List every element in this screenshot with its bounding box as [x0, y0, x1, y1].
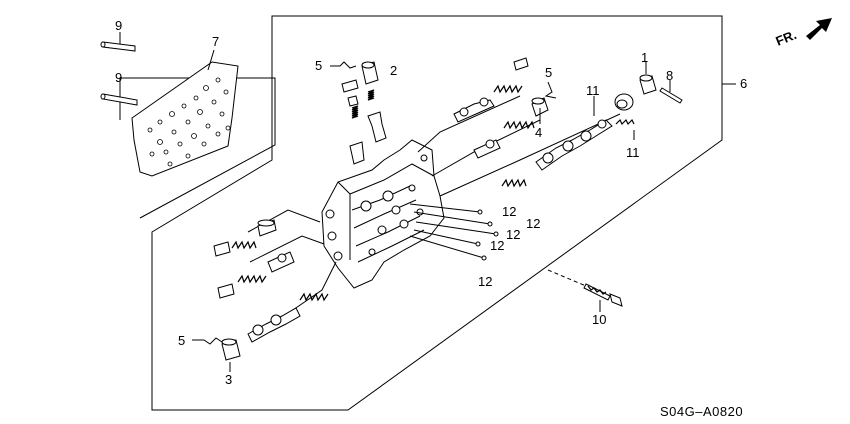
- bracket-top-3: [439, 113, 621, 197]
- bolt-path: [547, 269, 587, 287]
- callout-7: 7: [212, 34, 219, 49]
- bolt-10: [583, 283, 623, 307]
- check-balls-12: [409, 203, 499, 261]
- retainer-top: [341, 79, 359, 93]
- dowel-pin-lower: [100, 93, 138, 106]
- bracket-left-lower: [289, 261, 337, 313]
- callout-3: 3: [225, 372, 232, 387]
- callout-11a: 11: [586, 83, 600, 98]
- spool-left-mid: [267, 251, 295, 273]
- plug-top-row: [513, 57, 529, 71]
- callout-12b: 12: [526, 216, 540, 231]
- clip-5-mid: [544, 81, 557, 99]
- small-spring-11: [615, 118, 635, 126]
- valve-left-lower: [247, 307, 301, 343]
- retainer-top-b: [347, 95, 359, 107]
- callout-5a: 5: [315, 58, 322, 73]
- bracket-top-1: [417, 95, 521, 153]
- sleeve-1b: [614, 93, 634, 111]
- valve-body-group-outline: [151, 15, 723, 411]
- front-arrow-icon: [806, 18, 832, 40]
- spool-left-upper: [257, 219, 277, 237]
- callout-6: 6: [740, 76, 747, 91]
- bracket-left-mid: [249, 235, 325, 263]
- callout-12e: 12: [478, 274, 492, 289]
- dowel-pin-upper: [100, 41, 136, 52]
- valve-top-c: [367, 111, 387, 143]
- spring-left-lower: [299, 292, 329, 302]
- leader-7: [207, 49, 215, 71]
- valve-plug-2: [361, 61, 379, 85]
- fr-label: FR.: [774, 27, 799, 49]
- shift-valve-11: [535, 119, 613, 171]
- valve-top-d: [349, 141, 365, 165]
- spring-top-a: [367, 89, 375, 101]
- callout-12c: 12: [506, 227, 520, 242]
- callout-12d: 12: [490, 238, 504, 253]
- spring-row1: [493, 84, 523, 94]
- separator-plate: [131, 61, 239, 177]
- callout-10: 10: [592, 312, 606, 327]
- clip-5-top: [330, 61, 357, 69]
- callout-11b: 11: [626, 145, 640, 160]
- diagram-code: S04G–A0820: [660, 404, 743, 419]
- spool-row1: [453, 97, 495, 123]
- plug-1: [639, 74, 657, 95]
- plug-left-mid: [217, 283, 235, 299]
- callout-4: 4: [535, 125, 542, 140]
- callout-12a: 12: [502, 204, 516, 219]
- callout-9a: 9: [115, 18, 122, 33]
- valve-sleeve-4: [531, 97, 549, 117]
- pin-8: [659, 87, 683, 104]
- bracket-top-2: [431, 119, 541, 177]
- spring-row3: [501, 178, 527, 188]
- callout-2: 2: [390, 63, 397, 78]
- callout-9b: 9: [115, 70, 122, 85]
- spring-left-mid: [237, 274, 267, 284]
- spring-top-b: [351, 105, 359, 119]
- callout-1: 1: [641, 50, 648, 65]
- spool-row2: [473, 139, 501, 159]
- front-direction-marker: FR.: [774, 18, 832, 49]
- valve-body: [321, 139, 445, 289]
- callout-5c: 5: [178, 333, 185, 348]
- plug-left-upper: [213, 241, 231, 257]
- spring-left-upper: [231, 240, 257, 250]
- callout-8: 8: [666, 68, 673, 83]
- callout-5b: 5: [545, 65, 552, 80]
- plug-3: [221, 338, 241, 361]
- clip-5-lower: [192, 337, 223, 345]
- spring-row2: [503, 120, 535, 130]
